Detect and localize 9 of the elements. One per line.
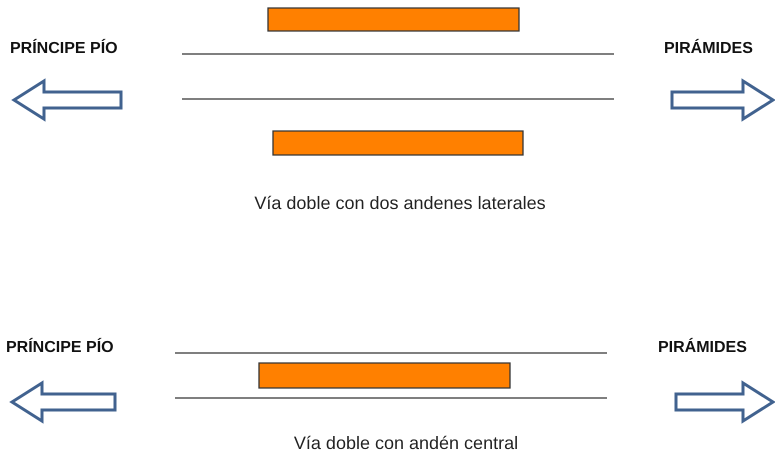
platform (258, 362, 511, 389)
station-name: PRÍNCIPE PÍO (10, 40, 118, 58)
diagram-caption: Vía doble con andén central (294, 433, 518, 454)
platform (267, 7, 520, 32)
station-name: PIRÁMIDES (658, 339, 747, 357)
station-name: PIRÁMIDES (664, 40, 753, 58)
platform (272, 130, 524, 156)
diagram-caption: Vía doble con dos andenes laterales (254, 193, 546, 214)
station-name: PRÍNCIPE PÍO (6, 339, 114, 357)
